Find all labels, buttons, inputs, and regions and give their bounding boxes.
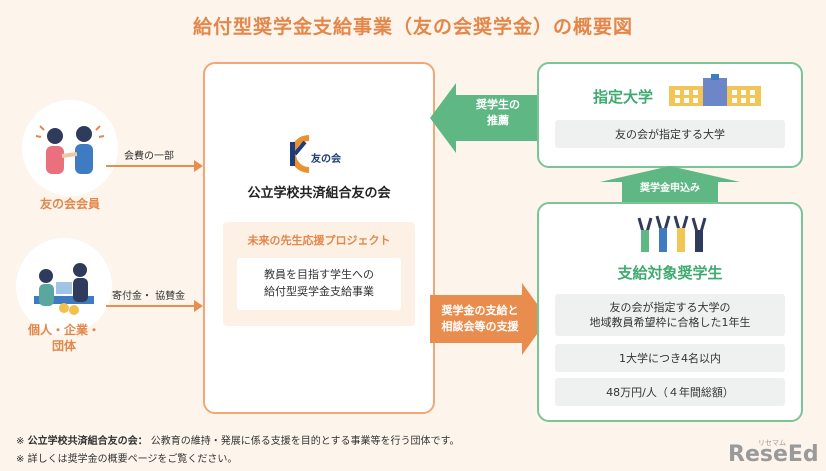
member-label: 友の会会員	[39, 197, 100, 211]
page-title: 給付型奨学金支給事業（友の会奨学金）の概要図	[192, 16, 633, 38]
fee-arrow-head-icon	[194, 160, 203, 172]
logo-text: 友の会	[311, 154, 341, 165]
students-cheering-icon	[635, 214, 709, 254]
support-arrow	[430, 283, 548, 355]
apply-arrow-label: 奨学金申込み	[640, 183, 700, 194]
note-1: ※ 公立学校共済組合友の会： 公教育の維持・発展に係る支援を目的とする事業等を行…	[16, 436, 460, 447]
apply-arrow	[600, 166, 740, 202]
org-box: 友の会 公立学校共済組合友の会 未来の先生応援プロジェクト 教員を目指す学生への…	[203, 62, 435, 414]
university-title: 指定大学	[593, 88, 654, 106]
donation-arrow-label: 寄付金・ 協賛金	[112, 291, 186, 302]
recommend-arrow	[430, 83, 542, 153]
member-illustration	[22, 100, 118, 196]
target-row-eligibility: 友の会が指定する大学の 地域教員希望枠に合格した1年生	[555, 294, 785, 336]
watermark-logo: ReseEd	[728, 442, 819, 467]
support-arrow-label: 奨学金の支給と 相談会等の支援	[441, 304, 519, 333]
note-2: ※ 詳しくは奨学金の概要ページをご覧ください。	[16, 454, 238, 465]
university-building-icon	[667, 74, 763, 108]
org-name: 公立学校共済組合友の会	[247, 186, 391, 201]
target-row-amount: 48万円/人（４年間総額）	[555, 378, 785, 406]
donation-arrow-head-icon	[194, 300, 203, 312]
recommend-arrow-label: 奨学生の 推薦	[476, 98, 520, 127]
target-row-quota: 1大学につき4名以内	[555, 344, 785, 372]
project-box: 未来の先生応援プロジェクト 教員を目指す学生への 給付型奨学金支給事業	[223, 222, 415, 326]
org-logo	[287, 134, 357, 174]
watermark-small: リセマム	[758, 439, 786, 447]
donor-illustration	[16, 238, 112, 334]
fee-arrow-line	[106, 165, 196, 167]
donation-arrow-line	[106, 305, 196, 307]
donor-label: 個人・企業・ 団体	[27, 323, 100, 353]
target-title: 支給対象奨学生	[617, 264, 723, 282]
university-box: 指定大学 友の会が指定する大学	[537, 62, 803, 168]
target-box: 支給対象奨学生 友の会が指定する大学の 地域教員希望枠に合格した1年生 1大学に…	[537, 202, 803, 422]
university-row: 友の会が指定する大学	[555, 120, 785, 148]
project-description: 教員を目指す学生への 給付型奨学金支給事業	[237, 258, 401, 310]
fee-arrow-label: 会費の一部	[124, 151, 174, 162]
project-title: 未来の先生応援プロジェクト	[247, 234, 391, 247]
